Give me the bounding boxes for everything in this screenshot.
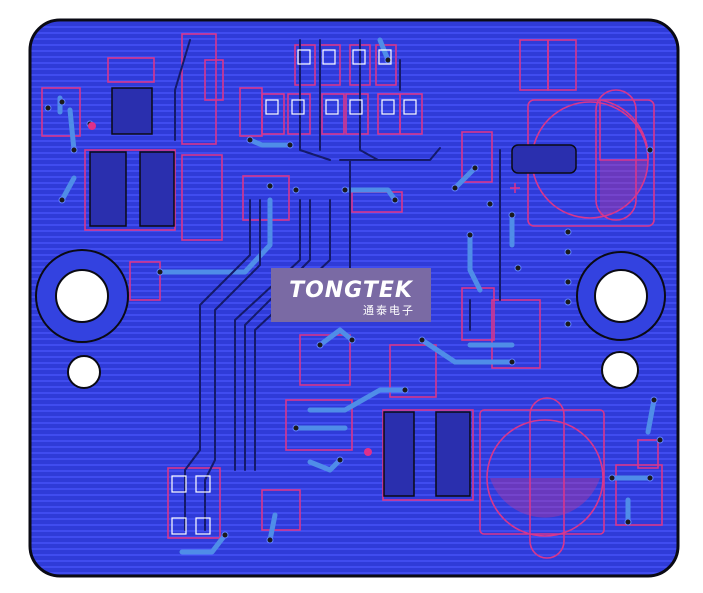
polarity-marks bbox=[490, 99, 649, 518]
small-hole-left bbox=[67, 355, 101, 389]
mounting-hole-left bbox=[35, 249, 129, 343]
traces-top bbox=[57, 37, 657, 555]
logo-text: TONGTEK bbox=[289, 278, 413, 303]
mounting-hole-right bbox=[576, 251, 666, 341]
logo-subtext: 通泰电子 bbox=[363, 304, 415, 317]
ic-bodies bbox=[89, 87, 577, 497]
pads bbox=[171, 49, 417, 535]
test-points bbox=[88, 122, 520, 456]
logo: TONGTEK 通泰电子 bbox=[271, 268, 431, 322]
small-hole-right bbox=[601, 351, 639, 389]
traces-bottom bbox=[174, 39, 501, 531]
